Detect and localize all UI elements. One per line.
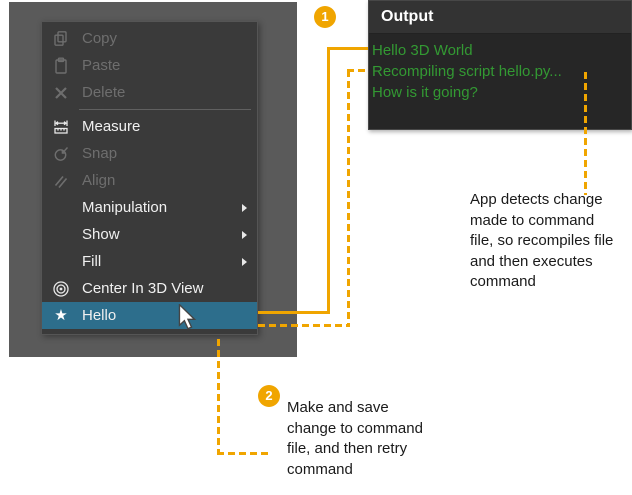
output-line: Hello 3D World: [372, 42, 473, 59]
submenu-arrow-icon: [242, 230, 247, 239]
menu-item-label: Snap: [82, 145, 118, 162]
menu-item-label: Center In 3D View: [82, 280, 204, 297]
menu-item-center-in-3d-view[interactable]: Center In 3D View: [42, 275, 257, 302]
menu-item-label: Measure: [82, 118, 141, 135]
connector-solid-horizontal-bottom: [258, 311, 330, 314]
output-line: How is it going?: [372, 84, 478, 101]
note-make-and-save: Make and save change to command file, an…: [287, 399, 423, 478]
measure-icon: [51, 118, 71, 136]
submenu-arrow-icon: [242, 257, 247, 266]
menu-item-paste[interactable]: Paste: [42, 52, 257, 79]
step-1-badge: 1: [314, 6, 336, 28]
menu-item-label: Manipulation: [82, 199, 168, 216]
menu-item-label: Fill: [82, 253, 102, 270]
context-menu: Copy Paste Delete: [41, 21, 258, 335]
output-line: Recompiling script hello.py...: [372, 63, 562, 80]
menu-item-label: Copy: [82, 30, 118, 47]
menu-item-fill[interactable]: Fill: [42, 248, 257, 275]
output-panel-body: Hello 3D World Recompiling script hello.…: [369, 34, 631, 103]
menu-item-label: Delete: [82, 84, 126, 101]
mouse-cursor-icon: [176, 303, 198, 335]
menu-item-delete[interactable]: Delete: [42, 79, 257, 106]
center-in-3d-view-icon: [51, 280, 71, 298]
step-2-badge: 2: [258, 385, 280, 407]
connector-solid-vertical: [327, 48, 330, 314]
output-panel: Output Hello 3D World Recompiling script…: [368, 0, 632, 130]
no-icon: [51, 199, 71, 217]
submenu-arrow-icon: [242, 203, 247, 212]
output-panel-title: Output: [369, 1, 631, 34]
menu-item-show[interactable]: Show: [42, 221, 257, 248]
menu-item-label: Show: [82, 226, 120, 243]
align-icon: [51, 172, 71, 190]
no-icon: [51, 253, 71, 271]
note-app-detects-change: App detects change made to command file,…: [470, 191, 614, 290]
snap-icon: [51, 145, 71, 163]
menu-item-snap[interactable]: Snap: [42, 140, 257, 167]
connector-dashed-vertical-mid: [347, 70, 350, 327]
connector-dashed-vertical-right: [584, 72, 587, 195]
menu-item-label: Paste: [82, 57, 121, 74]
menu-item-measure[interactable]: Measure: [42, 113, 257, 140]
connector-solid-horizontal-top: [327, 47, 368, 50]
menu-item-manipulation[interactable]: Manipulation: [42, 194, 257, 221]
menu-item-copy[interactable]: Copy: [42, 25, 257, 52]
connector-dashed-horizontal-low: [217, 452, 270, 455]
connector-dashed-vertical-left: [217, 339, 220, 455]
menu-item-hello[interactable]: ★ Hello: [42, 302, 257, 329]
copy-icon: [51, 30, 71, 48]
connector-dashed-horizontal-bottom: [258, 324, 350, 327]
menu-item-label: Align: [82, 172, 116, 189]
connector-dashed-horizontal-top: [347, 69, 368, 72]
menu-item-align[interactable]: Align: [42, 167, 257, 194]
no-icon: [51, 226, 71, 244]
menu-item-label: Hello: [82, 307, 117, 324]
delete-icon: [51, 84, 71, 102]
menu-separator: [79, 109, 251, 110]
paste-icon: [51, 57, 71, 75]
star-icon: ★: [54, 307, 68, 324]
